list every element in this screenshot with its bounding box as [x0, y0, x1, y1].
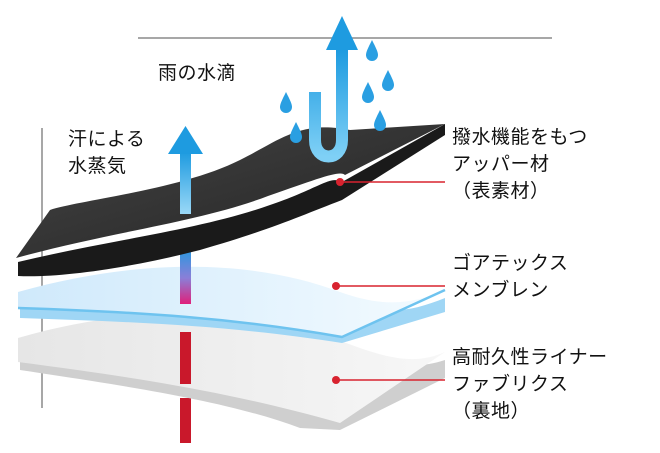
liner-layer [18, 314, 445, 430]
water-drop-icon [280, 40, 394, 143]
membrane-label: ゴアテックス メンブレン [452, 252, 569, 301]
rain-label: 雨の水滴 [158, 62, 237, 84]
sweat-vapor-label: 汗による 水蒸気 [68, 128, 146, 177]
membrane-layer [17, 266, 446, 343]
vapor-shaft-gradient [180, 246, 191, 304]
u-turn-arrow-icon [309, 16, 358, 163]
leader-membrane [332, 282, 445, 290]
leader-liner [332, 376, 445, 384]
liner-label: 高耐久性ライナー ファブリクス （裏地） [452, 346, 608, 422]
red-vapor-shaft-lower [180, 398, 191, 443]
upper-material-label: 撥水機能をもつ アッパー材 （表素材） [452, 126, 588, 202]
leader-upper [336, 178, 445, 186]
up-arrow-icon [168, 126, 203, 214]
red-vapor-shaft-mid [180, 332, 191, 384]
